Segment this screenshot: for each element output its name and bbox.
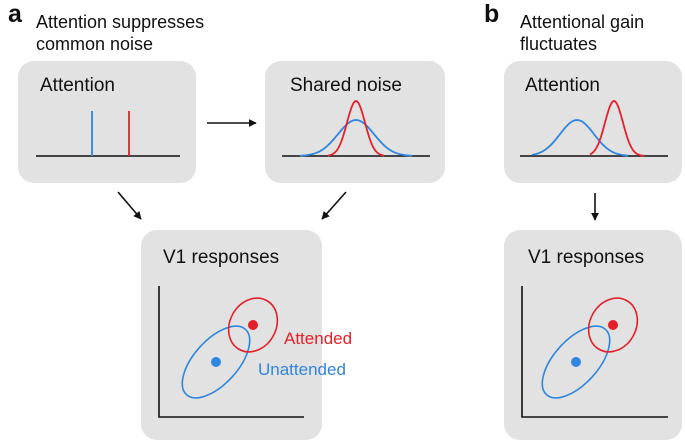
panel-a-attention-title: Attention <box>40 75 115 96</box>
panel-b-attended-dot <box>608 320 618 330</box>
panel-b-heading: Attentional gain fluctuates <box>520 11 644 55</box>
panel-a-unattended-ellipse <box>181 325 251 399</box>
panel-a-attended-ellipse <box>227 297 279 353</box>
panel-a-attended-dot <box>248 320 258 330</box>
panel-b-heading-line2: fluctuates <box>520 34 598 54</box>
panel-a-heading-line2: common noise <box>36 34 154 54</box>
panel-b-attention-title: Attention <box>525 75 600 96</box>
panel-b-letter: b <box>484 0 500 28</box>
panel-b-attended-ellipse <box>587 297 639 353</box>
panel-b-unattended-curve <box>531 119 629 157</box>
panel-a-unattended-dot <box>211 357 221 367</box>
shared-noise-attended-curve <box>327 100 385 157</box>
panel-a-attention-box <box>18 61 196 183</box>
panel-b-unattended-ellipse <box>541 325 611 399</box>
panel-b-attended-curve <box>589 100 645 157</box>
panel-a-heading: Attention suppresses common noise <box>36 11 204 55</box>
panel-a-v1-title: V1 responses <box>163 247 280 268</box>
arrow-shared-noise-to-v1 <box>321 191 347 220</box>
panel-a-v1-axes <box>158 286 304 418</box>
attended-label: Attended <box>284 329 353 348</box>
panel-b-v1-title: V1 responses <box>528 247 645 268</box>
shared-noise-unattended-curve <box>299 119 413 157</box>
panel-b-v1-axes <box>521 286 668 418</box>
panel-a-letter: a <box>8 0 22 28</box>
panel-b-attention-box <box>504 61 682 183</box>
panel-a-shared-noise-title: Shared noise <box>290 75 402 96</box>
panel-b-heading-line1: Attentional gain <box>520 12 645 32</box>
unattended-label: Unattended <box>258 360 346 379</box>
panel-a-heading-line1: Attention suppresses <box>36 12 205 32</box>
panel-a-v1-box <box>141 230 322 440</box>
panel-b-v1-box <box>504 230 682 440</box>
panel-a-shared-noise-box <box>265 61 445 183</box>
arrow-attention-to-v1 <box>117 191 142 220</box>
panel-b-unattended-dot <box>571 357 581 367</box>
